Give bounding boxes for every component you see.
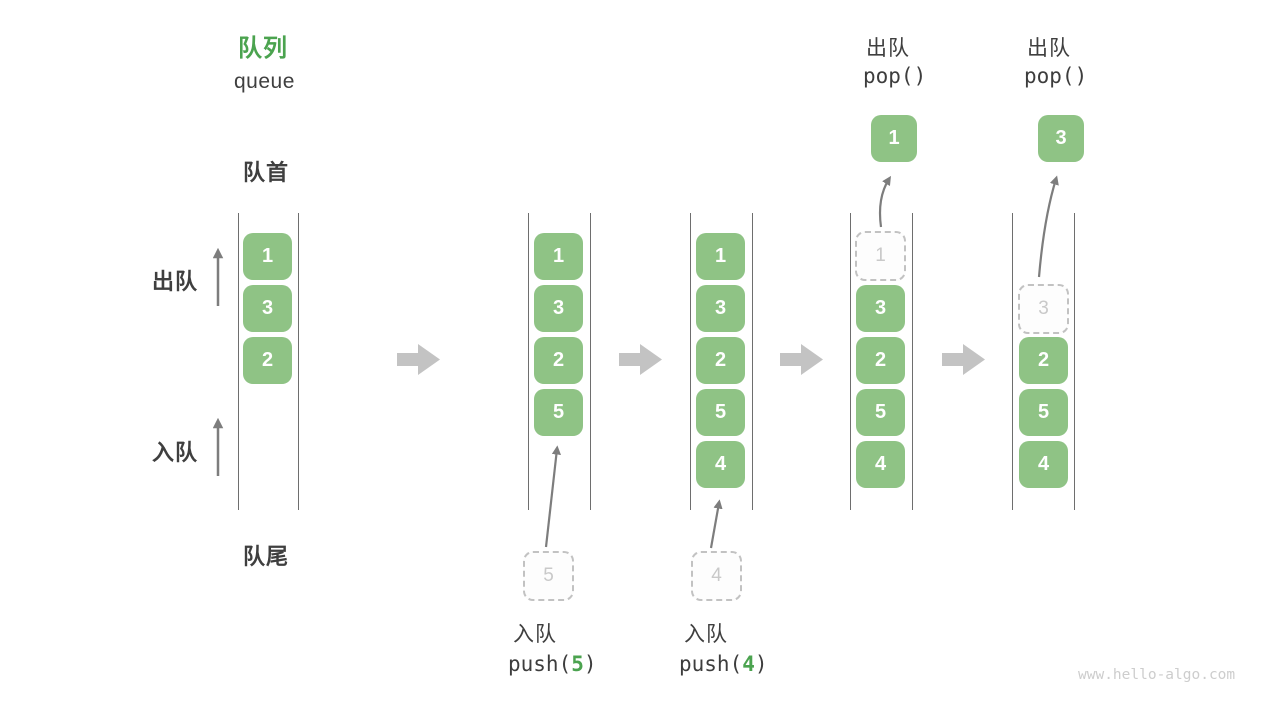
queue-tube-4 <box>850 213 913 510</box>
queue-cell: 2 <box>696 337 745 384</box>
flow-arrow-icon <box>942 344 985 375</box>
push-code-pre: push( <box>508 652 572 676</box>
queue-tube-2 <box>528 213 591 510</box>
page-subtitle: queue <box>234 70 295 93</box>
push-code-post: ) <box>754 652 768 676</box>
flow-arrow-icon <box>397 344 440 375</box>
queue-cell: 3 <box>856 285 905 332</box>
queue-cell: 2 <box>243 337 292 384</box>
page-title: 队列 <box>238 35 288 62</box>
staged-cell: 4 <box>691 551 742 601</box>
label-queue-front: 队首 <box>243 160 290 185</box>
queue-tube-5 <box>1012 213 1075 510</box>
flow-arrow-icon <box>780 344 823 375</box>
push-code-pre: push( <box>679 652 743 676</box>
queue-tube-1 <box>238 213 299 510</box>
push-op-code: push(4) <box>679 652 768 676</box>
queue-cell: 2 <box>534 337 583 384</box>
queue-cell: 3 <box>534 285 583 332</box>
queue-cell: 5 <box>1019 389 1068 436</box>
pop-op-label: 出队 <box>1027 37 1071 60</box>
push-code-post: ) <box>583 652 597 676</box>
queue-cell: 1 <box>696 233 745 280</box>
push-op-code: push(5) <box>508 652 597 676</box>
queue-cell: 4 <box>1019 441 1068 488</box>
flow-arrow-icon <box>619 344 662 375</box>
push-op-label: 入队 <box>513 623 557 646</box>
queue-cell: 4 <box>696 441 745 488</box>
queue-cell: 3 <box>243 285 292 332</box>
queue-cell: 5 <box>856 389 905 436</box>
push-op-label: 入队 <box>684 623 728 646</box>
queue-tube-3 <box>690 213 753 510</box>
queue-cell: 5 <box>696 389 745 436</box>
queue-cell: 3 <box>696 285 745 332</box>
queue-cell: 2 <box>856 337 905 384</box>
push-code-arg: 5 <box>571 652 584 676</box>
pop-op-label: 出队 <box>866 37 910 60</box>
queue-cell: 5 <box>534 389 583 436</box>
push-code-arg: 4 <box>742 652 755 676</box>
label-enqueue-direction: 入队 <box>152 440 199 465</box>
pop-op-code: pop() <box>1024 64 1088 88</box>
staged-cell: 5 <box>523 551 574 601</box>
label-dequeue-direction: 出队 <box>152 269 199 294</box>
queue-cell: 2 <box>1019 337 1068 384</box>
watermark: www.hello-algo.com <box>1078 667 1236 683</box>
popped-cell: 1 <box>871 115 917 162</box>
ghost-cell: 3 <box>1018 284 1069 334</box>
queue-cell: 4 <box>856 441 905 488</box>
popped-cell: 3 <box>1038 115 1084 162</box>
pop-op-code: pop() <box>863 64 927 88</box>
queue-cell: 1 <box>534 233 583 280</box>
queue-cell: 1 <box>243 233 292 280</box>
ghost-cell: 1 <box>855 231 906 281</box>
label-queue-rear: 队尾 <box>243 544 290 569</box>
